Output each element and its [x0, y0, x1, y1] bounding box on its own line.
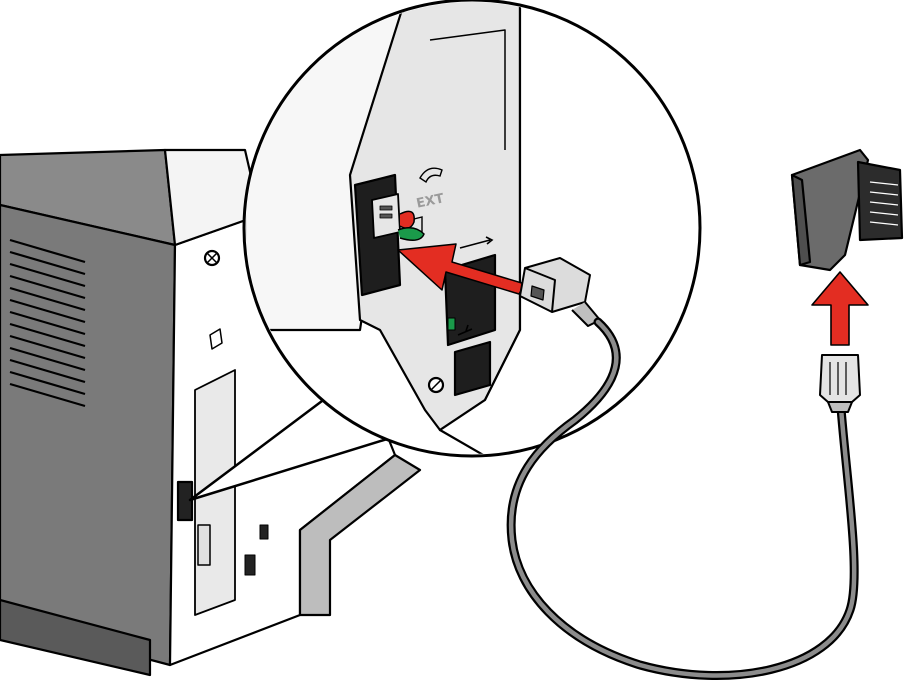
- printer-tray: [298, 453, 422, 617]
- callout-magnifier: EXT: [188, 0, 702, 502]
- ext-label: EXT: [415, 191, 445, 211]
- installed-plug: [397, 210, 425, 241]
- usb-icon: [457, 324, 473, 336]
- phone-cable: [506, 317, 859, 681]
- rj11-end-plug-icon: [819, 354, 861, 413]
- printer-vents: [9, 238, 86, 408]
- up-arrow-icon: [811, 271, 869, 346]
- printer-port-small: [176, 480, 194, 522]
- port-green-led: [447, 317, 456, 331]
- arrow-icon: [397, 243, 526, 295]
- usb-port: [453, 340, 492, 397]
- printer-foot: [0, 598, 152, 677]
- ext-label-group: EXT: [409, 167, 494, 336]
- handset-icon: [419, 167, 443, 184]
- printer-left-side: [0, 203, 177, 667]
- tae-adapter-icon: [790, 148, 904, 272]
